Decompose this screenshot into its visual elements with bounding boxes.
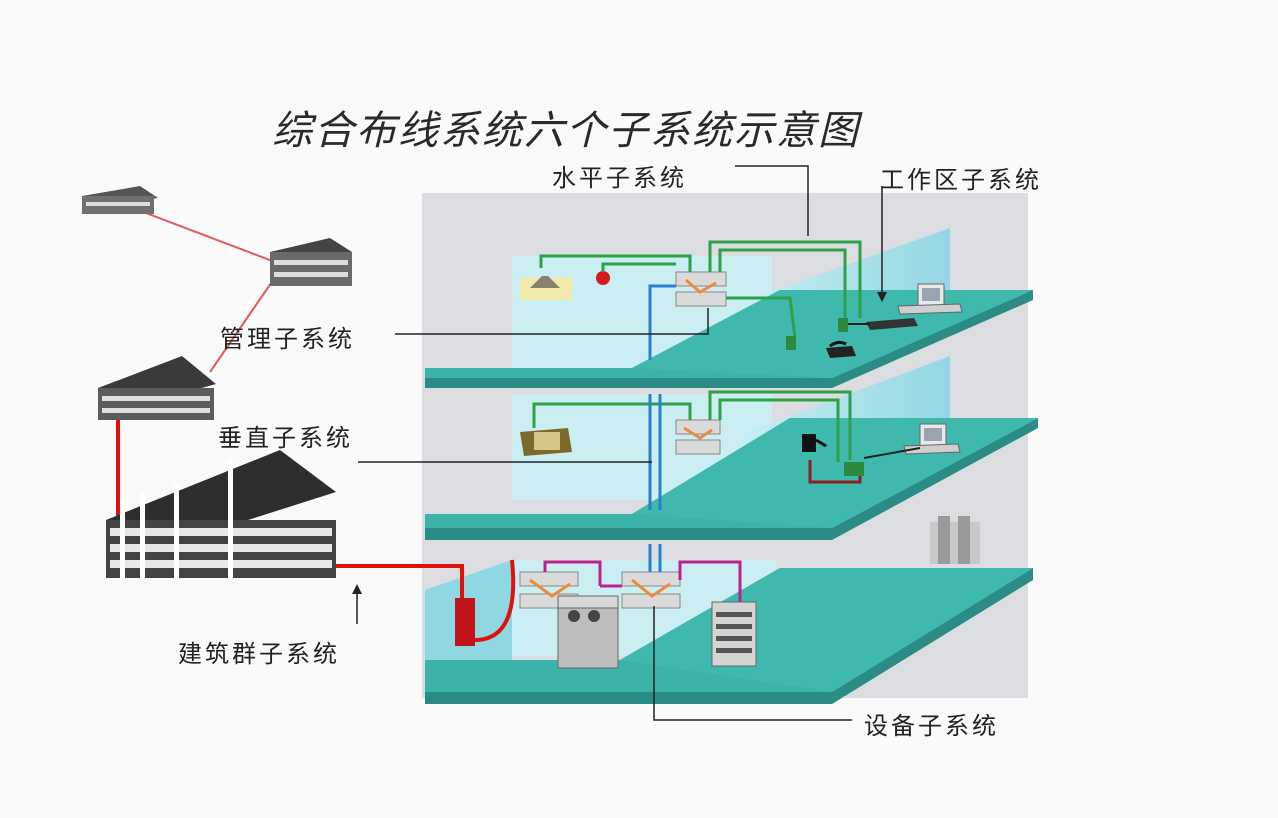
label-vertical-subsystem: 垂直子系统 [218,424,353,452]
campus-link-1 [124,204,276,263]
distant-building-icon [930,516,980,564]
diagram-title: 综合布线系统六个子系统示意图 [272,108,860,154]
floor-3 [425,228,1033,388]
building-medium-icon [270,238,352,286]
server-icon [557,595,619,669]
label-campus-subsystem: 建筑群子系统 [178,640,340,668]
lamp-panel [520,278,572,300]
phone-icon [826,340,856,358]
patch-panel-2 [675,419,721,455]
label-management-subsystem: 管理子系统 [220,325,355,353]
building-large-icon [98,356,216,420]
phone-icon [802,434,827,452]
camera-icon [520,428,572,456]
patch-panel-3 [675,271,727,307]
label-horizontal-subsystem: 水平子系统 [552,164,687,192]
floor-slab [425,290,1033,388]
leader-lines [356,165,883,721]
building-small-icon [82,186,158,214]
lamp-icon [530,276,560,288]
label-work-area-subsystem: 工作区子系统 [880,166,1042,194]
leader-horizontal [735,165,809,236]
floor-2 [425,356,1038,564]
leader-equipment [653,606,852,721]
leader-management [395,308,709,335]
rack-icon [711,601,757,667]
computer-icon [866,283,963,330]
label-equipment-subsystem: 设备子系统 [864,712,999,740]
floor-slab [425,568,1033,704]
campus-buildings [82,186,352,580]
alarm-icon [596,271,610,285]
campus-link-2 [209,269,281,373]
floor-1 [318,544,1033,704]
entrance-cabinet [455,598,475,646]
patch-panel-1b [621,571,681,609]
floor-slab [425,418,1038,540]
building-main-icon [106,450,336,580]
